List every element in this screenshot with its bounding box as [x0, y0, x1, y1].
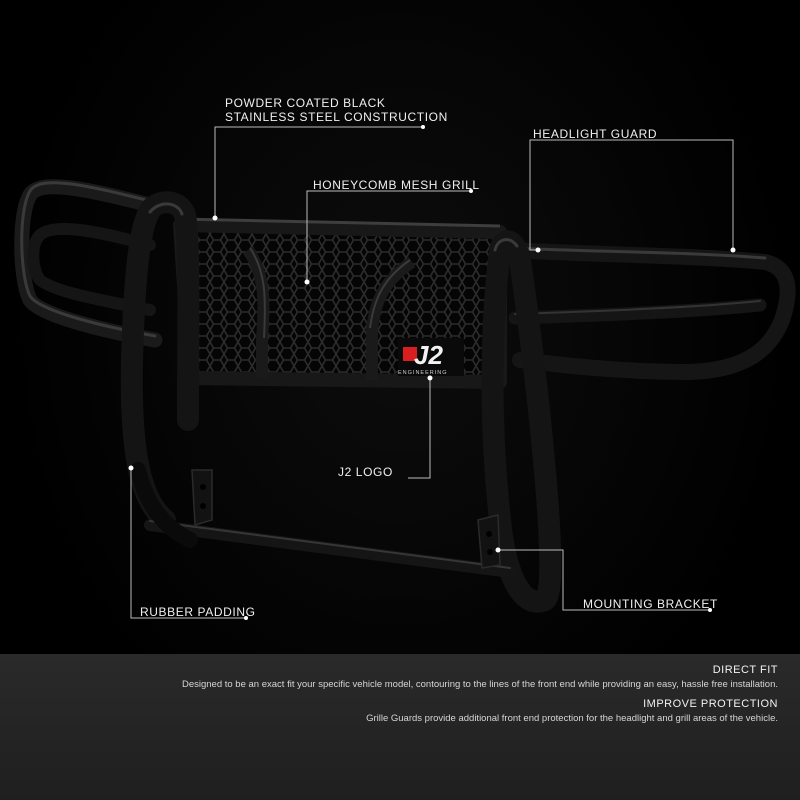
rubber-leader [130, 468, 246, 619]
feature-info-panel: DIRECT FIT Designed to be an exact fit y… [0, 654, 800, 800]
lower-cross-bar [144, 519, 516, 578]
j2-leader [408, 378, 431, 479]
callout-mounting-bracket: MOUNTING BRACKET [583, 597, 718, 611]
honeycomb-leader [306, 190, 471, 282]
badge-logo-text: J2 [414, 340, 443, 370]
callout-honeycomb-grill: HONEYCOMB MESH GRILL [313, 178, 480, 192]
callout-rubber-padding: RUBBER PADDING [140, 605, 256, 619]
mounting-bracket-left [191, 469, 213, 526]
callout-powder-line2: STAINLESS STEEL CONSTRUCTION [225, 110, 448, 124]
callout-powder-coated: POWDER COATED BLACK STAINLESS STEEL CONS… [225, 96, 448, 124]
callout-j2-logo: J2 LOGO [338, 465, 393, 479]
mounting-bracket-right [477, 514, 501, 569]
feature-desc-direct-fit: Designed to be an exact fit your specifi… [181, 679, 778, 690]
right-upright [481, 230, 562, 613]
feature-desc-improve-protection: Grille Guards provide additional front e… [366, 713, 778, 724]
left-side-rails [14, 179, 163, 348]
left-upright [120, 191, 200, 531]
callout-headlight-guard: HEADLIGHT GUARD [533, 127, 658, 141]
callout-powder-line1: POWDER COATED BLACK [225, 96, 386, 110]
feature-title-improve-protection: IMPROVE PROTECTION [643, 698, 778, 710]
headlight-leader [529, 139, 734, 251]
j2-badge: J2 ENGINEERING [398, 338, 464, 376]
callout-lines [130, 126, 734, 619]
badge-subtext: ENGINEERING [398, 370, 448, 376]
feature-title-direct-fit: DIRECT FIT [712, 664, 778, 676]
right-headlight-guard [502, 242, 796, 381]
mounting-leader [498, 549, 710, 611]
rubber-padding [130, 462, 198, 548]
powder-leader [214, 126, 423, 218]
callout-dots [128, 125, 736, 620]
